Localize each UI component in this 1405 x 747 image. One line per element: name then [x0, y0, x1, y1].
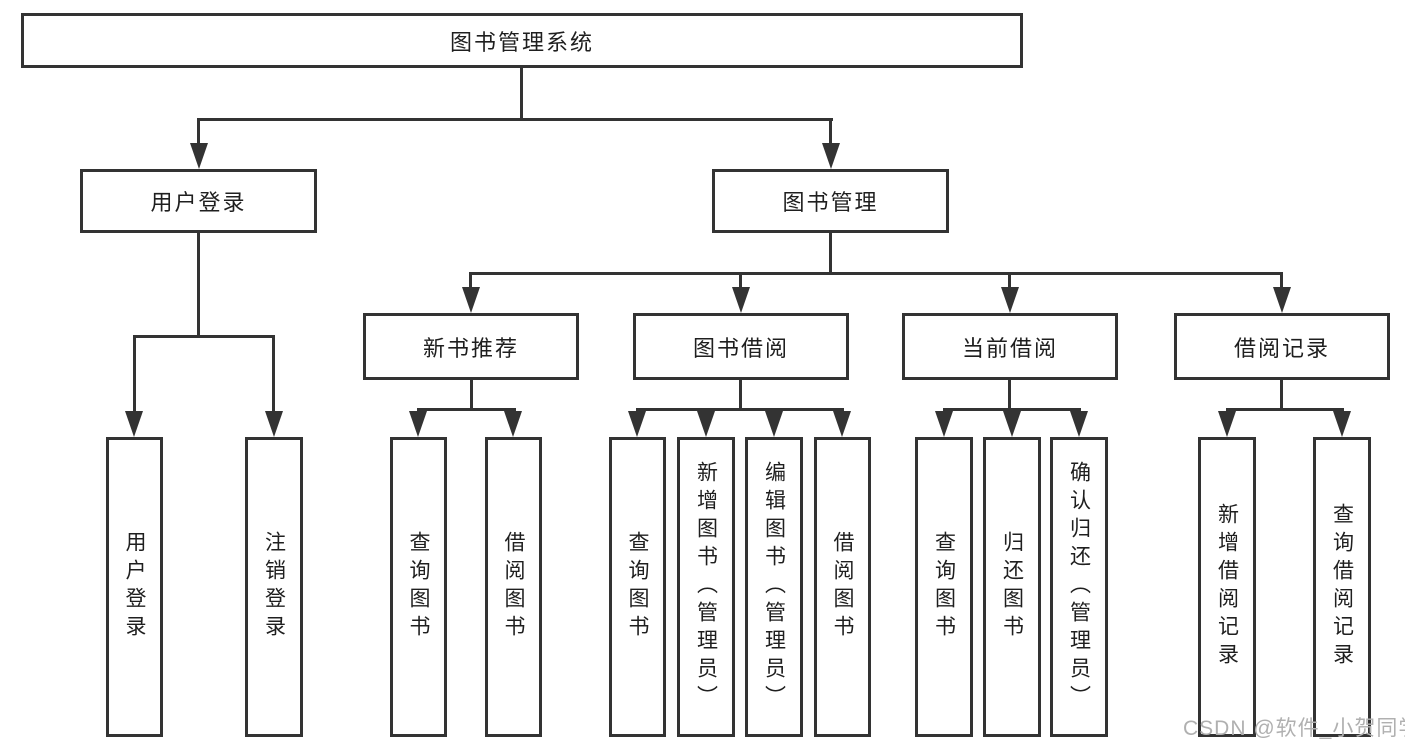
leaf-label: 用户登录 [123, 531, 147, 643]
connector-line [1008, 380, 1011, 408]
arrow-down-icon [1070, 411, 1088, 437]
arrow-down-icon [1333, 411, 1351, 437]
arrow-down-icon [1003, 411, 1021, 437]
node-label: 新书推荐 [422, 335, 519, 361]
leaf-query-books-recommend: 查询图书 [390, 437, 447, 737]
leaf-label: 借阅图书 [831, 531, 855, 643]
leaf-label: 归还图书 [1000, 531, 1024, 643]
node-label: 图书借阅 [692, 335, 789, 361]
node-label: 当前借阅 [961, 335, 1058, 361]
node-new-book-recommendation: 新书推荐 [363, 313, 579, 380]
connector-line [417, 408, 516, 411]
arrow-down-icon [822, 143, 840, 169]
leaf-query-books-current: 查询图书 [915, 437, 973, 737]
connector-line [739, 272, 742, 288]
leaf-label: 查询借阅记录 [1330, 503, 1354, 671]
connector-line [829, 233, 832, 272]
connector-line [1280, 272, 1283, 288]
connector-line [197, 233, 200, 335]
connector-line [133, 335, 275, 338]
connector-line [943, 408, 1081, 411]
arrow-down-icon [935, 411, 953, 437]
arrow-down-icon [1001, 287, 1019, 313]
arrow-down-icon [409, 411, 427, 437]
leaf-query-books-borrowing: 查询图书 [609, 437, 666, 737]
leaf-add-book-admin: 新增图书（管理员） [677, 437, 735, 737]
connector-line [829, 118, 832, 144]
arrow-down-icon [504, 411, 522, 437]
connector-line [1226, 408, 1344, 411]
leaf-label: 查询图书 [626, 531, 650, 643]
arrow-down-icon [697, 411, 715, 437]
connector-line [197, 118, 200, 144]
node-book-management: 图书管理 [712, 169, 949, 233]
arrow-down-icon [462, 287, 480, 313]
connector-line [469, 272, 1283, 275]
arrow-down-icon [190, 143, 208, 169]
leaf-label: 确认归还（管理员） [1067, 461, 1091, 713]
connector-line [197, 118, 833, 121]
csdn-watermark: CSDN @软件_小贺同学 [1183, 717, 1405, 740]
connector-line [1008, 272, 1011, 288]
arrow-down-icon [732, 287, 750, 313]
connector-line [1280, 380, 1283, 408]
leaf-label: 查询图书 [407, 531, 431, 643]
leaf-confirm-return-admin: 确认归还（管理员） [1050, 437, 1108, 737]
leaf-return-books: 归还图书 [983, 437, 1041, 737]
node-book-borrowing: 图书借阅 [633, 313, 849, 380]
leaf-label: 注销登录 [262, 531, 286, 643]
leaf-label: 查询图书 [932, 531, 956, 643]
arrow-down-icon [765, 411, 783, 437]
arrow-down-icon [265, 411, 283, 437]
arrow-down-icon [628, 411, 646, 437]
node-borrowing-records: 借阅记录 [1174, 313, 1390, 380]
leaf-add-borrow-record: 新增借阅记录 [1198, 437, 1256, 737]
leaf-label: 编辑图书（管理员） [762, 461, 786, 713]
arrow-down-icon [833, 411, 851, 437]
connector-line [470, 380, 473, 408]
node-library-management-system: 图书管理系统 [21, 13, 1023, 68]
leaf-query-borrow-record: 查询借阅记录 [1313, 437, 1371, 737]
leaf-edit-book-admin: 编辑图书（管理员） [745, 437, 803, 737]
connector-line [636, 408, 844, 411]
leaf-label: 借阅图书 [502, 531, 526, 643]
leaf-user-login: 用户登录 [106, 437, 163, 737]
leaf-label: 新增图书（管理员） [694, 461, 718, 713]
arrow-down-icon [1218, 411, 1236, 437]
leaf-label: 新增借阅记录 [1215, 503, 1239, 671]
leaf-borrow-books-borrowing: 借阅图书 [814, 437, 871, 737]
arrow-down-icon [125, 411, 143, 437]
leaf-logout: 注销登录 [245, 437, 303, 737]
leaf-borrow-books-recommend: 借阅图书 [485, 437, 542, 737]
node-label: 图书管理系统 [449, 29, 594, 55]
node-label: 图书管理 [782, 190, 879, 215]
connector-line [133, 335, 136, 411]
node-user-login: 用户登录 [80, 169, 317, 233]
node-label: 用户登录 [150, 190, 247, 215]
node-current-borrowing: 当前借阅 [902, 313, 1118, 380]
connector-line [520, 68, 523, 118]
connector-line [469, 272, 472, 288]
arrow-down-icon [1273, 287, 1291, 313]
node-label: 借阅记录 [1233, 335, 1330, 361]
connector-line [739, 380, 742, 408]
connector-line [272, 335, 275, 411]
